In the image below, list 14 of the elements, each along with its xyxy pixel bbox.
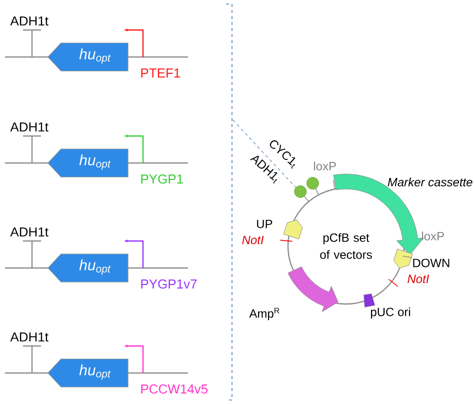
promoter-label: PCCW14v5 xyxy=(141,384,208,394)
promoter-label: PYGP1 xyxy=(141,174,183,184)
promoter-label: PTEF1 xyxy=(141,68,180,78)
terminator-label: ADH1t xyxy=(10,332,48,342)
terminator-label: ADH1t xyxy=(10,122,48,132)
site-label: NotI xyxy=(242,236,264,244)
part-label: Amp$^{R}$ xyxy=(249,308,280,320)
terminator-label: ADH1t xyxy=(10,227,48,236)
terminator-label: ADH1t xyxy=(10,16,48,26)
site-label: loxP xyxy=(314,162,336,170)
part-label: Marker cassette xyxy=(388,178,472,186)
site-label: loxP xyxy=(422,232,444,240)
promoter-label: PYGP1v7 xyxy=(141,279,197,289)
part-label: UP xyxy=(257,220,272,228)
